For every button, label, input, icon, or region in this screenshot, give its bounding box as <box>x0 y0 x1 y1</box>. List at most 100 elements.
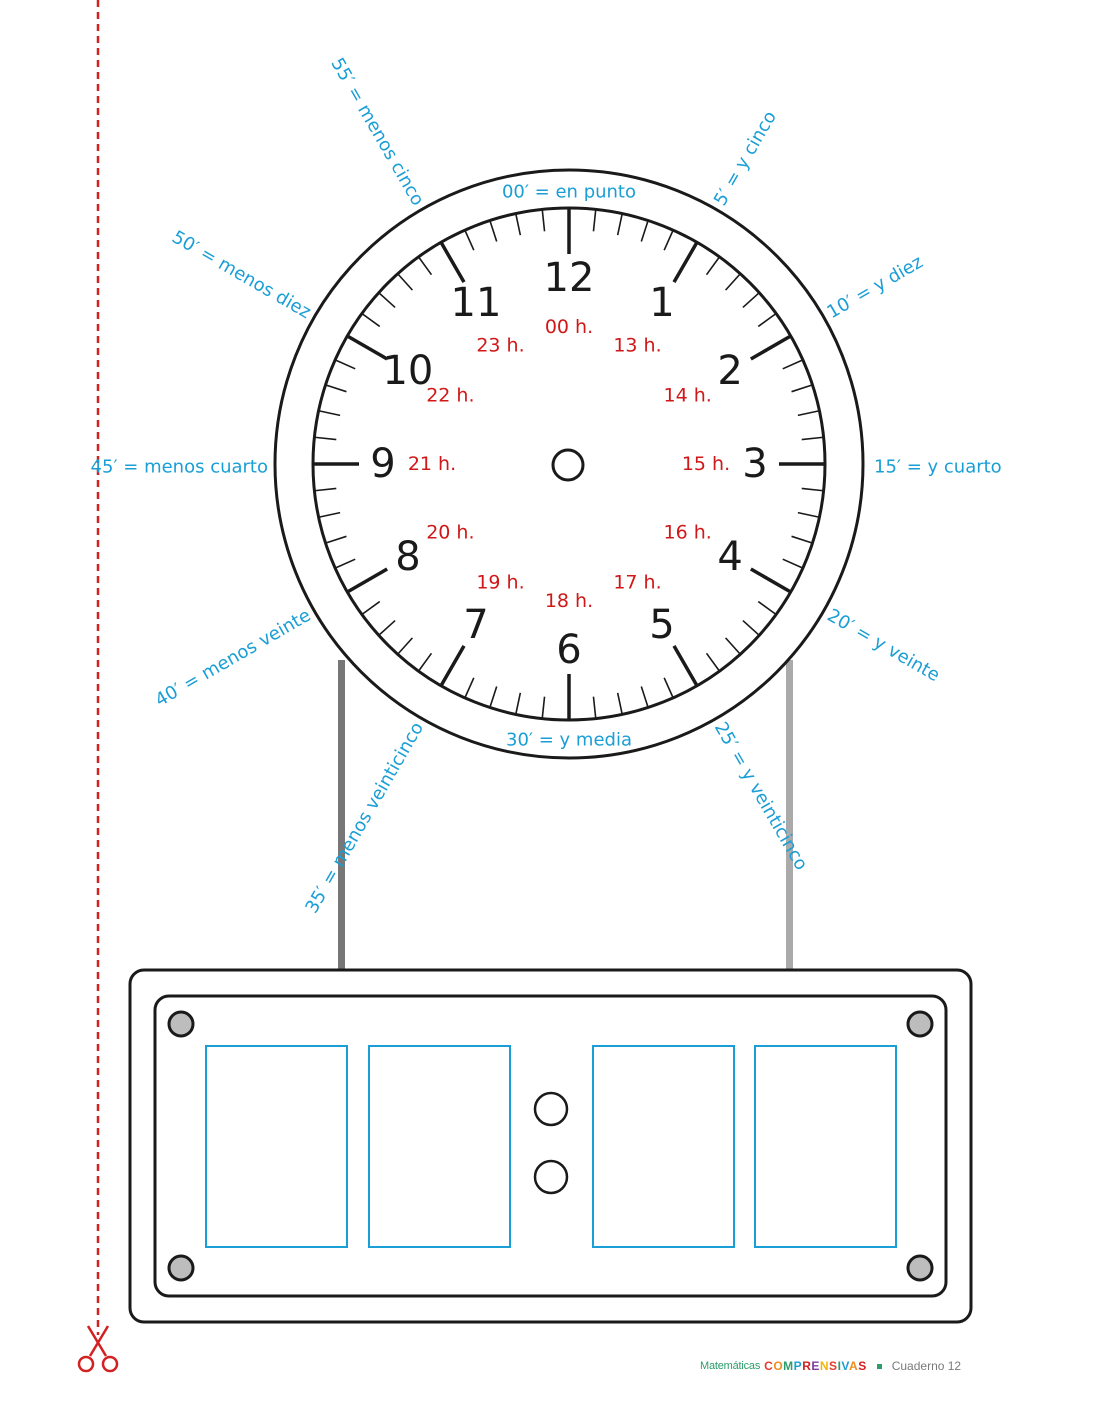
minute-label: 40′ = menos veinte <box>152 605 315 711</box>
hour-24-label: 14 h. <box>663 385 711 407</box>
minute-tick <box>417 256 433 276</box>
digital-display-panel <box>128 968 973 1324</box>
brand-letter: M <box>783 1359 794 1373</box>
hour-tick <box>346 567 389 594</box>
minute-tick <box>397 637 414 655</box>
colon-separator <box>533 1091 569 1195</box>
minute-tick <box>616 213 624 236</box>
minute-tick <box>334 558 356 569</box>
minute-tick <box>663 229 674 251</box>
minute-tick <box>705 652 721 672</box>
minute-tick <box>417 652 433 672</box>
digit-box-hours-units[interactable] <box>368 1045 511 1248</box>
hour-24-label: 13 h. <box>613 334 661 356</box>
hour-tick <box>439 644 466 687</box>
notebook-number: Cuaderno 12 <box>891 1359 962 1373</box>
minute-tick <box>640 220 649 242</box>
minute-tick <box>334 359 356 370</box>
minute-tick <box>705 256 721 276</box>
minute-tick <box>318 511 341 519</box>
hour-tick <box>672 241 699 284</box>
minute-tick <box>541 696 546 719</box>
hour-number: 11 <box>451 280 502 326</box>
hour-number: 8 <box>395 534 420 580</box>
hour-24-label: 22 h. <box>426 385 474 407</box>
minute-tick <box>757 312 777 328</box>
minute-label: 55′ = menos cinco <box>326 54 428 209</box>
minute-label: 45′ = menos cuarto <box>91 457 268 478</box>
minute-tick <box>640 686 649 708</box>
brand-letter: O <box>773 1359 784 1373</box>
minute-tick <box>325 535 347 544</box>
hour-24-label: 19 h. <box>476 572 524 594</box>
minute-label: 35′ = menos veinticinco <box>301 719 428 917</box>
minute-label: 20′ = y veinte <box>824 605 944 686</box>
minute-label: 25′ = y veinticinco <box>710 719 812 874</box>
hour-tick <box>749 567 792 594</box>
minute-tick <box>757 600 777 616</box>
clock-center-pin <box>551 448 585 482</box>
minute-label: 50′ = menos diez <box>168 227 314 323</box>
minute-tick <box>541 209 546 232</box>
minute-tick <box>464 229 475 251</box>
minute-tick <box>801 436 824 441</box>
minute-tick <box>361 600 381 616</box>
brand-letter: E <box>811 1359 820 1373</box>
hour-24-label: 20 h. <box>426 522 474 544</box>
minute-tick <box>514 213 522 236</box>
minute-tick <box>782 558 804 569</box>
minute-tick <box>791 384 813 393</box>
series-prefix: Matemáticas <box>700 1360 761 1372</box>
minute-tick <box>592 696 597 719</box>
panel-screws <box>167 1010 934 1282</box>
hour-number: 5 <box>649 602 674 648</box>
minute-tick <box>791 535 813 544</box>
brand-letter: S <box>829 1359 838 1373</box>
digit-box-hours-tens[interactable] <box>205 1045 348 1248</box>
minute-label: 30′ = y media <box>506 730 632 751</box>
minute-tick <box>325 384 347 393</box>
minute-ticks <box>313 208 825 720</box>
hanging-rods <box>338 660 793 972</box>
page-footer: Matemáticas COMPRENSIVAS Cuaderno 12 <box>700 1356 980 1376</box>
minute-tick <box>782 359 804 370</box>
hour-number: 3 <box>742 441 767 487</box>
hour-number: 9 <box>370 441 395 487</box>
hour-tick <box>672 644 699 687</box>
minute-tick <box>801 487 824 492</box>
digit-box-minutes-units[interactable] <box>754 1045 897 1248</box>
brand-letter: R <box>802 1359 812 1373</box>
minute-tick <box>489 686 498 708</box>
series-brand-logo: COMPRENSIVAS <box>764 1359 867 1373</box>
hour-number: 12 <box>544 255 595 301</box>
hour-tick <box>749 334 792 361</box>
hour-number: 7 <box>463 602 488 648</box>
hour-24-label: 00 h. <box>545 316 593 338</box>
minute-tick <box>489 220 498 242</box>
minute-tick <box>592 209 597 232</box>
minute-label: 15′ = y cuarto <box>874 457 1002 478</box>
brand-letter: S <box>858 1359 867 1373</box>
minute-tick <box>314 487 337 492</box>
hour-number: 4 <box>717 534 742 580</box>
scissors-icon <box>77 1325 119 1373</box>
minute-tick <box>797 511 820 519</box>
minute-tick <box>663 677 674 699</box>
minute-tick <box>742 619 760 636</box>
minute-tick <box>616 692 624 715</box>
hour-number: 1 <box>649 280 674 326</box>
hour-24-label: 17 h. <box>613 572 661 594</box>
brand-letter: A <box>849 1359 859 1373</box>
hour-tick <box>439 241 466 284</box>
brand-letter: N <box>819 1359 830 1373</box>
brand-letter: I <box>837 1359 842 1373</box>
minute-tick <box>742 292 760 309</box>
minute-tick <box>397 273 414 291</box>
minute-tick <box>514 692 522 715</box>
digit-box-minutes-tens[interactable] <box>592 1045 735 1248</box>
hour-24-label: 16 h. <box>663 522 711 544</box>
minute-label: 10′ = y diez <box>824 251 927 323</box>
